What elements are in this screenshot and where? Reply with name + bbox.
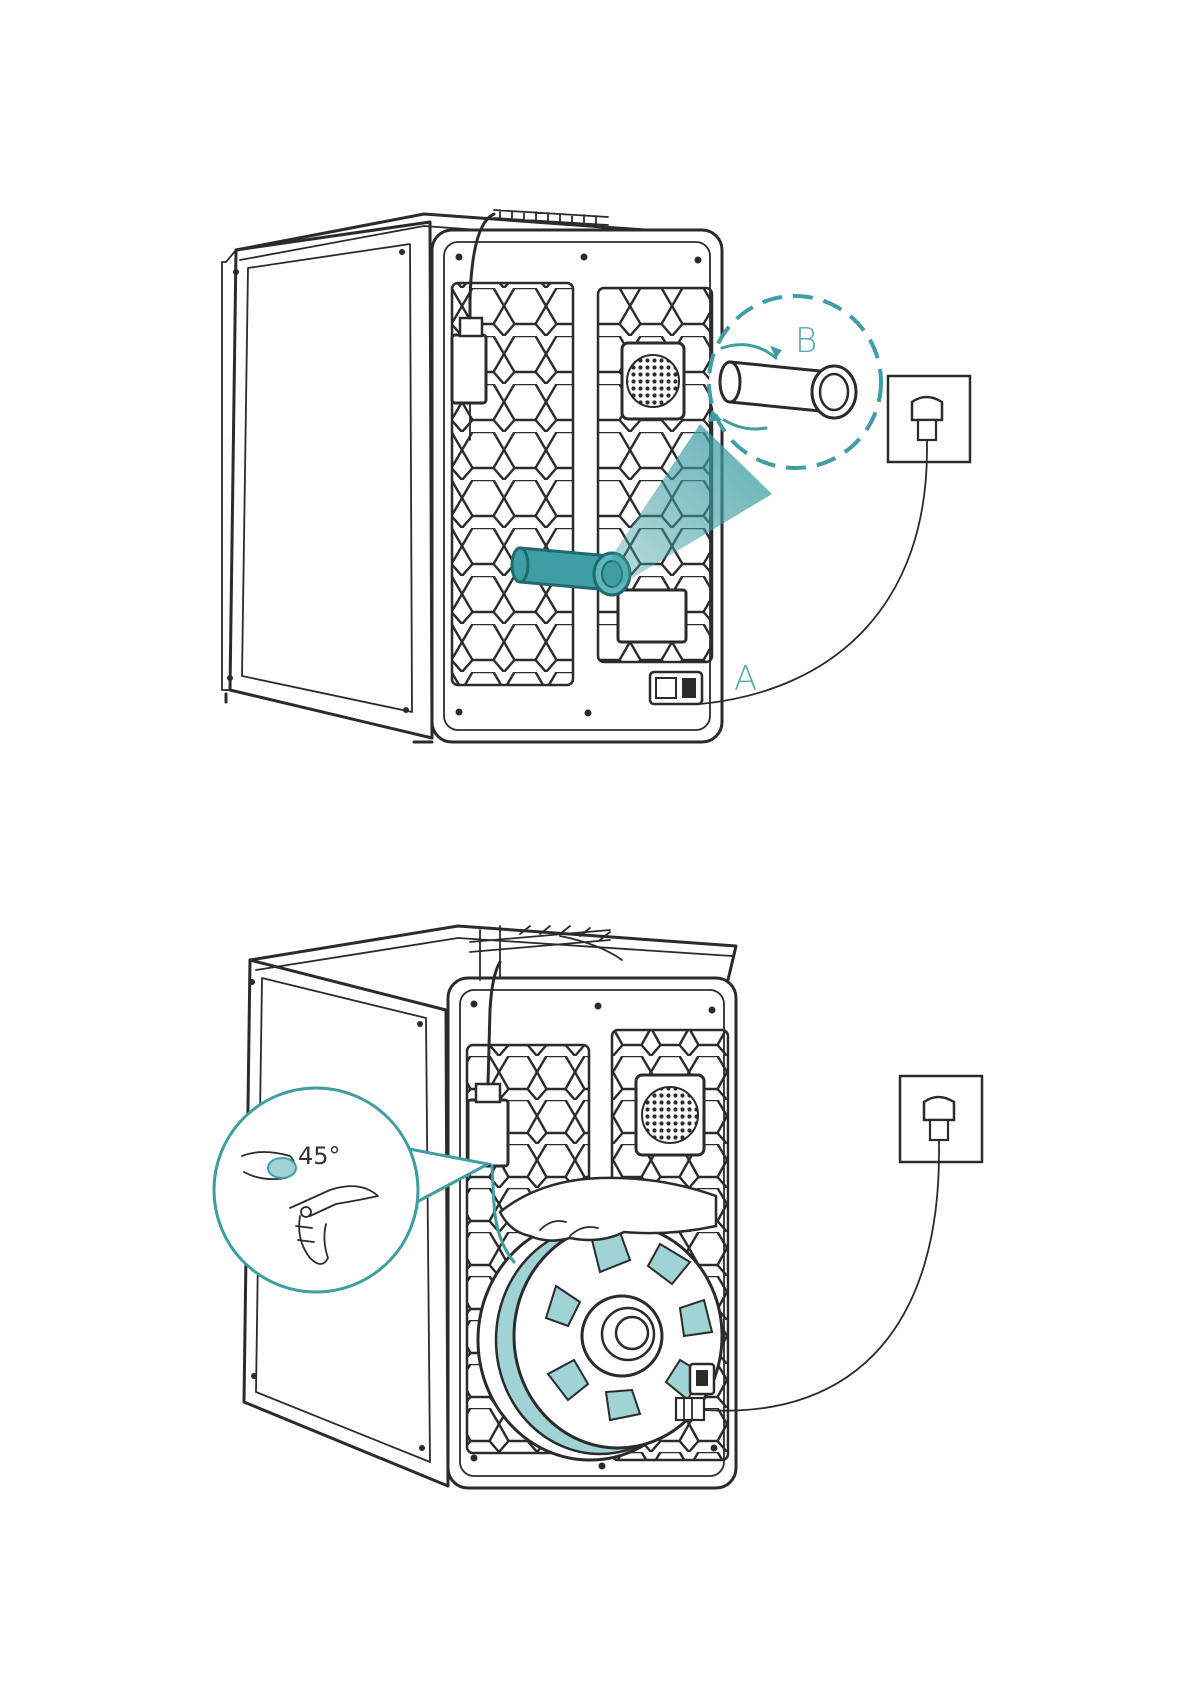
figure-2-printer-with-spool: 45° xyxy=(214,926,982,1488)
figure-1-printer-rear: B A xyxy=(222,210,970,742)
callout-b-label: B xyxy=(795,321,817,361)
printer-side-panel xyxy=(230,222,432,738)
top-gantry xyxy=(470,926,622,980)
cable-plug-2 xyxy=(676,1398,704,1420)
cutter-callout-circle xyxy=(214,1088,418,1292)
port-a-label: A xyxy=(734,659,757,699)
fingertip-highlight xyxy=(268,1158,296,1178)
label-plate xyxy=(618,590,686,642)
power-cable-2 xyxy=(704,1150,939,1411)
cut-angle-label: 45° xyxy=(298,1142,341,1170)
